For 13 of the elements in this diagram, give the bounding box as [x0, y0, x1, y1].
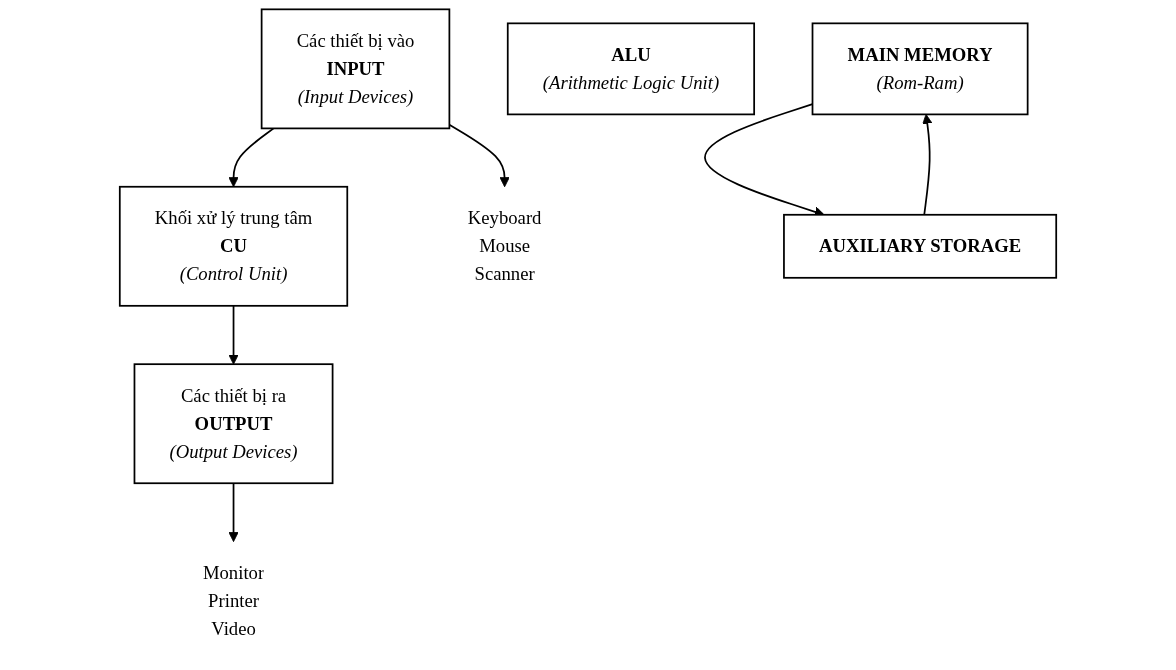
node-text: Monitor Printer Video — [202, 562, 265, 639]
node-box: Khối xử lý trung tâm CU (Control Unit) — [118, 185, 349, 307]
node-box: Các thiết bị ra OUTPUT (Output Devices) — [133, 363, 334, 485]
arrow — [922, 113, 933, 216]
node-box: Các thiết bị vào INPUT (Input Devices) — [260, 8, 451, 130]
node-box: AUXILIARY STORAGE — [783, 213, 1058, 279]
node-box: MAIN MEMORY (Rom-Ram) — [811, 22, 1029, 116]
arrow — [228, 482, 239, 543]
node-text: Keyboard Mouse Scanner — [467, 207, 542, 284]
node-box: ALU (Arithmetic Logic Unit) — [506, 22, 756, 116]
arrow — [228, 304, 239, 365]
arrow — [448, 123, 510, 188]
arrow — [228, 127, 275, 188]
